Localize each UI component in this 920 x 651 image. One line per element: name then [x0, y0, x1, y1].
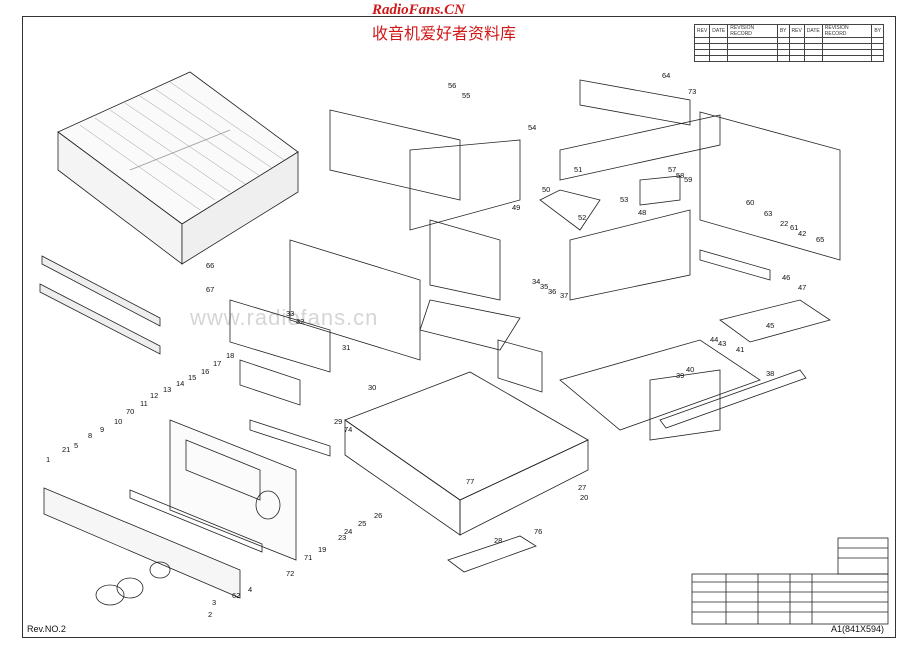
bottom-plate	[447, 535, 537, 573]
part-label-54: 54	[528, 123, 536, 132]
part-label-77: 77	[466, 477, 474, 486]
part-label-51: 51	[574, 165, 582, 174]
part-label-11: 11	[140, 399, 148, 408]
part-label-64: 64	[662, 71, 670, 80]
sheet-size: A1(841X594)	[831, 624, 885, 634]
part-label-72: 72	[286, 569, 294, 578]
part-label-50: 50	[542, 185, 550, 194]
part-label-16: 16	[201, 367, 209, 376]
part-label-65: 65	[816, 235, 824, 244]
part-label-61: 61	[790, 223, 798, 232]
part-label-37: 37	[560, 291, 568, 300]
site-subtitle: 收音机爱好者资料库	[372, 24, 517, 43]
revision-number: Rev.NO.2	[27, 624, 66, 634]
part-label-62: 62	[232, 591, 240, 600]
part-label-5: 5	[74, 441, 78, 450]
part-label-29: 29	[334, 417, 342, 426]
site-title: RadioFans.CN	[372, 2, 465, 18]
watermark: www.radiofans.cn	[190, 305, 379, 330]
part-label-55: 55	[462, 91, 470, 100]
part-label-60: 60	[746, 198, 754, 207]
part-label-25: 25	[358, 519, 366, 528]
part-label-20: 20	[580, 493, 588, 502]
top-cover	[57, 71, 299, 265]
part-label-17: 17	[213, 359, 221, 368]
part-label-15: 15	[188, 373, 196, 382]
part-label-4: 4	[248, 585, 252, 594]
part-label-59: 59	[684, 175, 692, 184]
part-label-57: 57	[668, 165, 676, 174]
front-trim-strips	[39, 255, 161, 355]
part-label-76: 76	[534, 527, 542, 536]
part-label-2: 2	[208, 610, 212, 619]
part-label-67: 67	[206, 285, 214, 294]
part-label-71: 71	[304, 553, 312, 562]
part-label-12: 12	[150, 391, 158, 400]
main-chassis	[289, 219, 589, 536]
part-label-46: 46	[782, 273, 790, 282]
part-label-27: 27	[578, 483, 586, 492]
part-label-10: 10	[114, 417, 122, 426]
part-label-3: 3	[212, 598, 216, 607]
part-label-24: 24	[344, 527, 352, 536]
part-label-40: 40	[686, 365, 694, 374]
part-label-21: 21	[62, 445, 70, 454]
part-label-52: 52	[578, 213, 586, 222]
part-label-56: 56	[448, 81, 456, 90]
part-label-22: 22	[780, 219, 788, 228]
part-label-74: 74	[344, 425, 352, 434]
part-label-70: 70	[126, 407, 134, 416]
rev-col-3: REVISION RECORD	[727, 24, 778, 38]
part-label-1: 1	[46, 455, 50, 464]
part-label-34: 34	[532, 277, 540, 286]
rear-boards	[329, 79, 841, 441]
part-label-9: 9	[100, 425, 104, 434]
part-label-28: 28	[494, 536, 502, 545]
part-label-42: 42	[798, 229, 806, 238]
part-label-63: 63	[764, 209, 772, 218]
part-label-26: 26	[374, 511, 382, 520]
part-label-41: 41	[736, 345, 744, 354]
part-label-8: 8	[88, 431, 92, 440]
part-label-53: 53	[620, 195, 628, 204]
part-label-31: 31	[342, 343, 350, 352]
part-label-39: 39	[676, 371, 684, 380]
title-block	[691, 537, 889, 625]
front-chassis-frame	[129, 419, 297, 561]
part-label-49: 49	[512, 203, 520, 212]
part-label-47: 47	[798, 283, 806, 292]
part-label-33: 33	[286, 309, 294, 318]
part-label-35: 35	[540, 282, 548, 291]
part-label-38: 38	[766, 369, 774, 378]
drawing-frame	[22, 16, 896, 638]
revision-table: REV DATE REVISION RECORD BY REV DATE REV…	[693, 24, 884, 62]
part-label-48: 48	[638, 208, 646, 217]
part-label-58: 58	[676, 171, 684, 180]
part-label-14: 14	[176, 379, 184, 388]
part-label-44: 44	[710, 335, 718, 344]
part-label-30: 30	[368, 383, 376, 392]
part-label-73: 73	[688, 87, 696, 96]
part-label-36: 36	[548, 287, 556, 296]
part-label-18: 18	[226, 351, 234, 360]
part-label-19: 19	[318, 545, 326, 554]
rev-col-5: REV	[788, 24, 805, 38]
part-label-45: 45	[766, 321, 774, 330]
front-panel	[43, 487, 241, 606]
part-label-32: 32	[296, 317, 304, 326]
part-label-13: 13	[163, 385, 171, 394]
part-label-66: 66	[206, 261, 214, 270]
part-label-43: 43	[718, 339, 726, 348]
part-label-23: 23	[338, 533, 346, 542]
display-board	[229, 299, 331, 457]
